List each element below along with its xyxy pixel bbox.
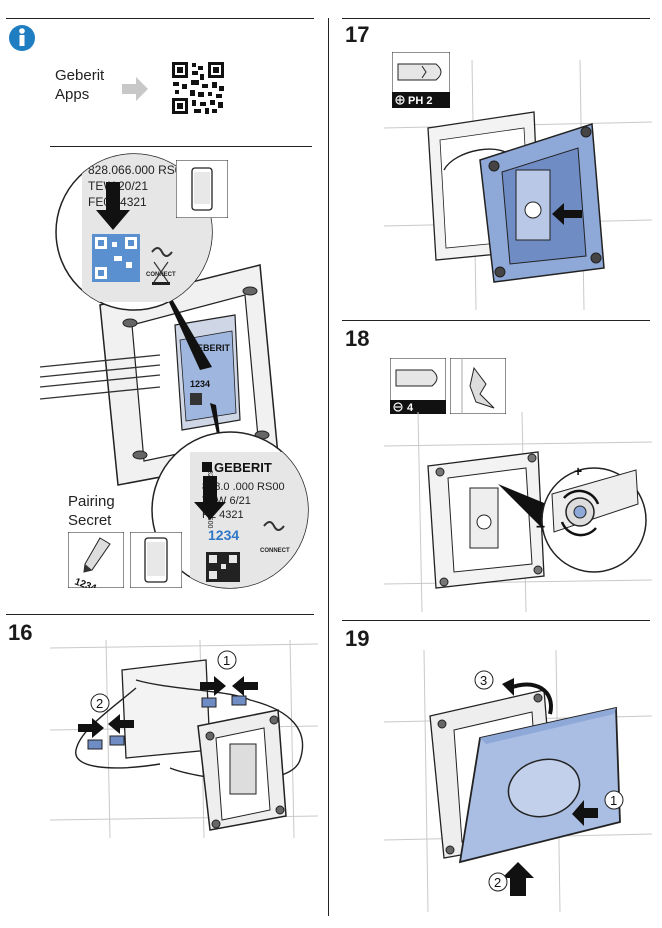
top-rule-left [6, 18, 314, 19]
step-17-number: 17 [345, 22, 370, 47]
pairing-label-line1: Pairing [68, 493, 115, 510]
step-16-number: 16 [8, 620, 33, 645]
pairing-illustration: GEBERIT 1234 [40, 264, 279, 486]
step19-callout-1: 1 [610, 793, 617, 808]
label-bottom-brand: GEBERIT [214, 460, 272, 475]
apps-label-line1: Geberit [55, 67, 105, 84]
phillips-screwdriver-icon: PH 2 [392, 52, 450, 108]
qr-code-icon [170, 60, 226, 116]
wall-detail-icon [450, 358, 506, 414]
label-top-connect: CONNECT [146, 272, 176, 278]
step19-rule [342, 620, 650, 621]
smartphone-icon [176, 160, 228, 218]
pairing-secret-label: Pairing Secret [68, 492, 115, 530]
step17-illustration [384, 60, 652, 310]
step16-illustration: 1 2 [50, 640, 318, 838]
step16-rule [6, 614, 314, 615]
smartphone-icon-2 [130, 532, 182, 588]
info-section-rule [50, 146, 312, 147]
step16-callout-2: 2 [96, 696, 103, 711]
top-rule-right [342, 18, 650, 19]
label-top-line1: 828.066.000 RS00 [88, 163, 188, 177]
step18-tool-label: 4 [407, 402, 414, 414]
module-brand: GEBERIT [190, 343, 231, 353]
arrow-down-icon-2 [194, 476, 226, 520]
pencil-note-icon: 1234 [68, 532, 124, 588]
apps-label: Geberit Apps [55, 66, 104, 104]
step18-minus: − [536, 519, 545, 536]
label-zoom-top: 828.066.000 RS00 TEW 20/21 FE0 54321 CON… [55, 153, 213, 311]
column-divider [328, 18, 329, 916]
step18-illustration: + − [384, 412, 652, 612]
label-bottom-secret: 1234 [208, 527, 239, 543]
label-bottom-connect: CONNECT [260, 548, 290, 554]
pencil-note-text: 1234 [73, 576, 98, 588]
step16-callout-1: 1 [223, 653, 230, 668]
step19-callout-2: 2 [494, 875, 501, 890]
info-icon [9, 25, 35, 51]
arrow-right-icon [122, 77, 148, 101]
step18-rule [342, 320, 650, 321]
step17-tool-label: PH 2 [408, 95, 432, 107]
step-18-number: 18 [345, 326, 370, 351]
module-secret: 1234 [190, 379, 210, 389]
label-bottom-line1: 828.0 .000 RS00 [202, 481, 285, 493]
step19-illustration: 1 2 3 [384, 650, 652, 912]
arrow-down-icon [96, 182, 130, 230]
step19-callout-3: 3 [480, 673, 487, 688]
flat-screwdriver-icon: 4 [390, 358, 446, 414]
step18-plus: + [574, 463, 582, 479]
pairing-label-line2: Secret [68, 512, 112, 529]
step-19-number: 19 [345, 626, 370, 651]
apps-label-line2: Apps [55, 86, 90, 103]
